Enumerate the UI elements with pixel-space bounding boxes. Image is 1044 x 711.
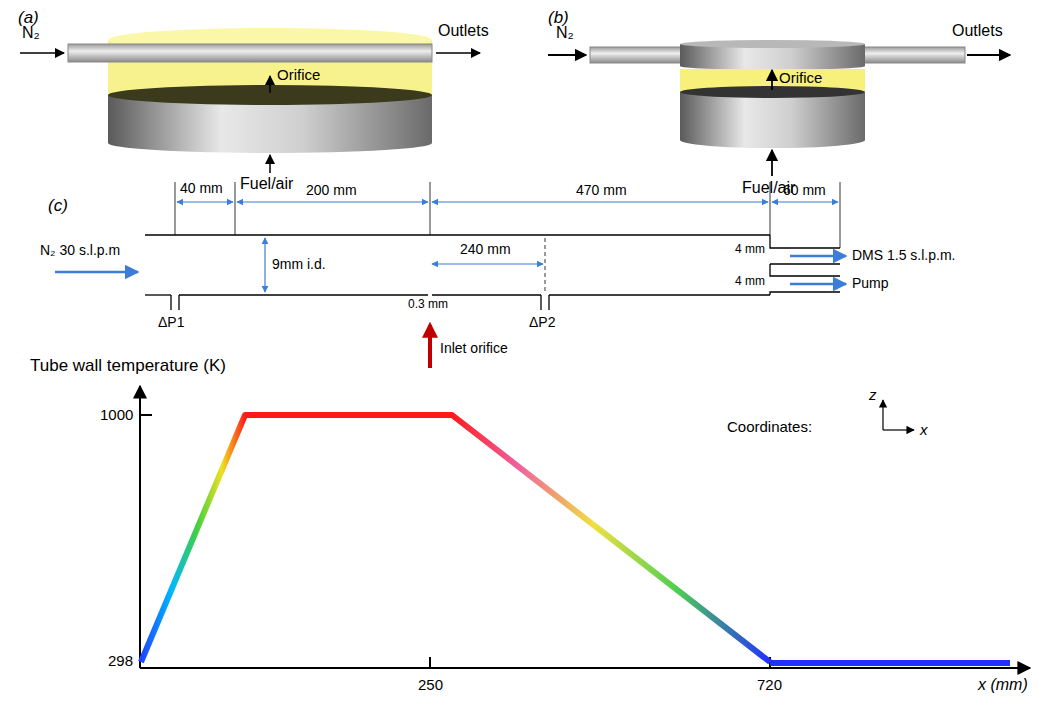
dimension-label: 240 mm <box>460 241 511 257</box>
dimension-label: 470 mm <box>576 182 627 198</box>
dimension-label: 40 mm <box>180 180 223 196</box>
panel-b-illustration <box>548 40 1010 176</box>
inlet-arrow <box>428 325 432 368</box>
axis-letter: x <box>920 421 928 438</box>
axis-letter: z <box>869 386 877 403</box>
gas-label: N₂ <box>556 24 574 42</box>
dimension-arrows <box>55 202 846 292</box>
orifice-label: Orifice <box>277 66 320 83</box>
dimension-label: 0.3 mm <box>408 298 448 312</box>
flow-tube-schematic <box>145 182 840 310</box>
tick-label: 1000 <box>100 406 133 423</box>
axis-title: x (mm) <box>978 676 1028 694</box>
dimension-label: 4 mm <box>735 275 765 289</box>
axis-title: Tube wall temperature (K) <box>30 356 226 376</box>
outlet-label: Outlets <box>952 22 1003 40</box>
inlet-label: Fuel/air <box>240 175 293 193</box>
tick-label: 250 <box>418 676 443 693</box>
dimension-label: 4 mm <box>735 243 765 257</box>
flow-label: DMS 1.5 s.l.p.m. <box>852 247 955 263</box>
dimension-label: 200 mm <box>306 182 357 198</box>
pressure-tap-label: ΔP1 <box>158 314 184 330</box>
flow-label: Pump <box>852 275 889 291</box>
tick-label: 298 <box>108 652 133 669</box>
dimension-label: 60 mm <box>783 182 826 198</box>
tick-label: 720 <box>757 676 782 693</box>
panel-a-illustration <box>20 28 480 173</box>
flow-label: N₂ 30 s.l.p.m <box>40 242 120 258</box>
pressure-tap-label: ΔP2 <box>529 314 555 330</box>
outlet-label: Outlets <box>438 22 489 40</box>
gas-label: N₂ <box>22 24 40 42</box>
panel-letter: (c) <box>48 196 68 216</box>
inlet-label: Inlet orifice <box>440 340 508 356</box>
dimension-label: 9mm i.d. <box>272 256 326 272</box>
coordinates-label: Coordinates: <box>727 418 812 435</box>
orifice-label: Orifice <box>779 69 822 86</box>
temperature-profile-chart <box>140 386 1030 668</box>
